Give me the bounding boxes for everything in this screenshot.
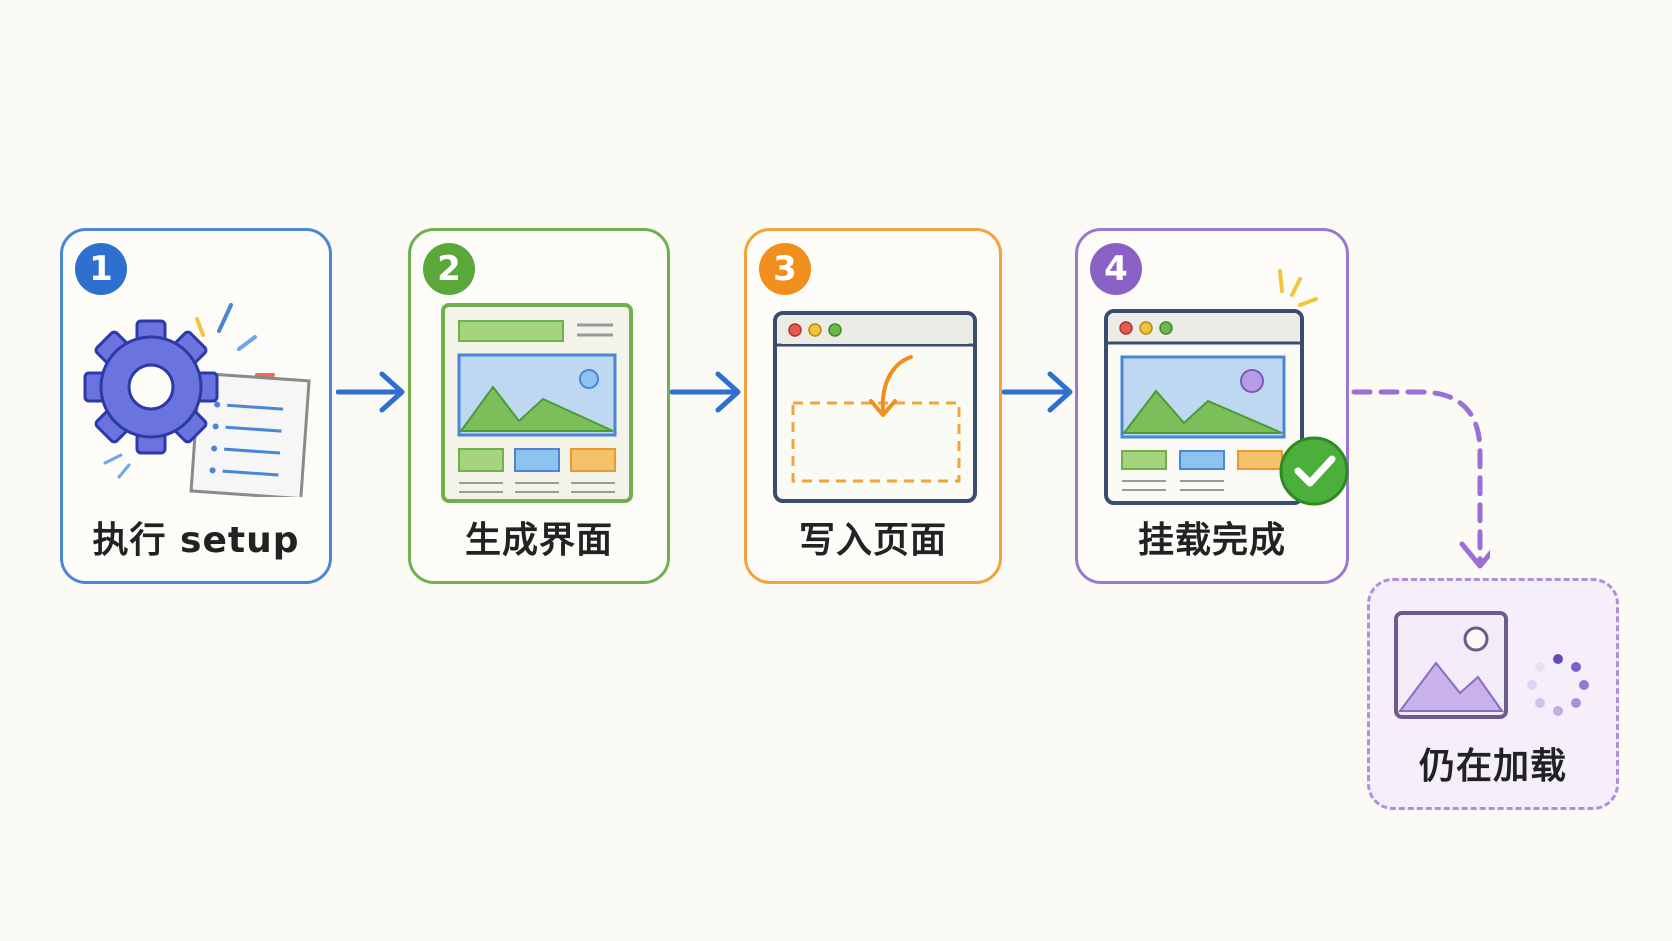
step-badge-4: 4 [1090, 243, 1142, 295]
step-card-3: 3 写入页面 [744, 228, 1002, 584]
step-badge-3: 3 [759, 243, 811, 295]
arrow-icon [1002, 371, 1073, 413]
step-label-2: 生成界面 [464, 520, 613, 561]
image-loading-icon [1394, 611, 1589, 719]
arrow-icon [670, 371, 741, 413]
step-card-4: 4 [1075, 228, 1349, 584]
step-card-1: 1 [60, 228, 332, 584]
browser-mounted-icon [1104, 269, 1349, 506]
loading-spinner-icon [1527, 654, 1589, 716]
arrow-icon [336, 371, 405, 413]
gear-document-icon [83, 303, 311, 497]
ui-layout-icon [441, 303, 633, 503]
step-badge-1: 1 [75, 243, 127, 295]
step-label-1: 执行 setup [92, 520, 300, 561]
checkmark-icon [1279, 436, 1349, 506]
dashed-arrow-icon [1351, 389, 1490, 569]
pending-label: 仍在加载 [1418, 746, 1567, 787]
step-card-2: 2 生成界面 [408, 228, 670, 584]
step-label-4: 挂载完成 [1137, 520, 1286, 561]
step-badge-2: 2 [423, 243, 475, 295]
step-label-3: 写入页面 [798, 520, 947, 561]
browser-write-icon [773, 311, 977, 503]
pending-card: 仍在加载 [1367, 578, 1619, 810]
